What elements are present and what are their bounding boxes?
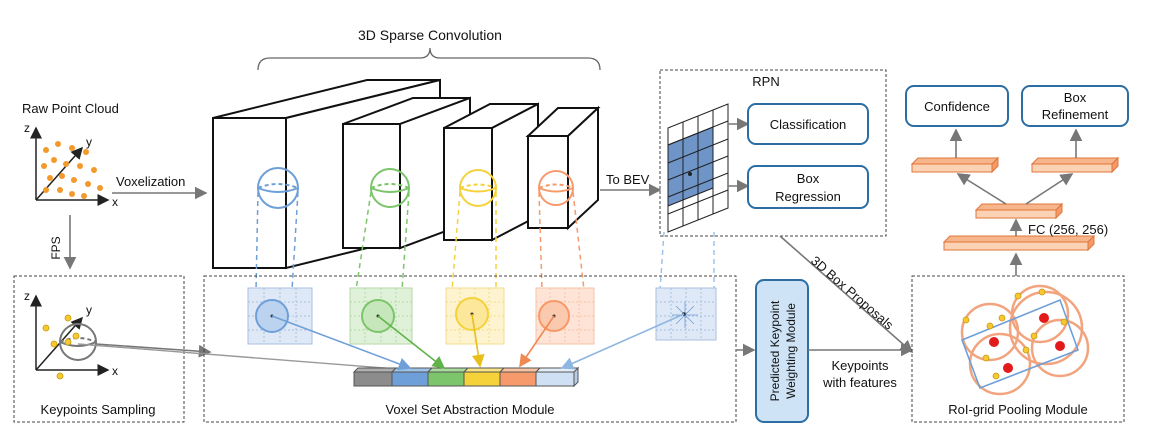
confidence-label: Confidence — [924, 99, 990, 114]
pkw-label-1: Predicted Keypoint — [768, 300, 782, 401]
box-proposals-label: 3D Box Proposals — [808, 253, 897, 333]
kp-to-vsa-arrow — [95, 343, 212, 358]
sphere-orange — [538, 170, 574, 206]
vsa-grid-blue — [247, 287, 313, 345]
box-refinement-label-1: Box — [1064, 90, 1087, 105]
kp-points — [42, 314, 80, 380]
raw-axis-x: x — [112, 195, 118, 209]
vsa-grid-orange — [535, 287, 595, 345]
agg-arrow-yellow — [471, 313, 485, 368]
conv-block-4 — [525, 105, 601, 231]
agg-arrow-blue — [271, 315, 412, 371]
raw-axis-z: z — [24, 121, 30, 135]
keypoints-sampling-box — [13, 275, 185, 423]
roi-yellow-points — [962, 288, 1068, 380]
box-proposals-arrow — [779, 235, 914, 354]
title-brace — [257, 47, 601, 71]
roi-red-points — [989, 313, 1065, 373]
fc-layers — [910, 156, 1120, 252]
raw-points — [41, 141, 103, 199]
kp-axis-x: x — [112, 364, 118, 378]
raw-point-cloud-label: Raw Point Cloud — [22, 101, 119, 116]
feature-bar — [352, 366, 580, 388]
kp-to-feature-arrow — [77, 343, 412, 375]
agg-arrow-orange — [519, 315, 555, 368]
roi-circles — [960, 284, 1090, 396]
classification-box — [747, 103, 869, 145]
keypoints-features-label-2: with features — [822, 375, 897, 390]
agg-arrow-bev — [560, 313, 685, 370]
vsa-module-box — [203, 275, 737, 423]
vsa-module-label: Voxel Set Abstraction Module — [385, 402, 554, 417]
fc-label: FC (256, 256) — [1028, 222, 1108, 237]
fps-label: FPS — [49, 236, 63, 259]
sphere-yellow — [459, 169, 497, 207]
sphere-green — [370, 168, 410, 208]
classification-label: Classification — [770, 117, 847, 132]
to-bev-label: To BEV — [606, 172, 650, 187]
sphere-blue — [257, 167, 299, 209]
pkw-module-box — [755, 279, 809, 423]
projection-lines — [255, 191, 715, 291]
box-regression-box — [747, 165, 869, 209]
keypoints-features-label-1: Keypoints — [831, 358, 889, 373]
rpn-label: RPN — [752, 74, 779, 89]
box-refinement-box — [1021, 85, 1129, 127]
raw-axis-y: y — [86, 135, 92, 149]
kp-sphere — [59, 323, 97, 361]
agg-arrow-green — [377, 315, 446, 369]
confidence-box — [905, 85, 1009, 127]
vsa-grid-green — [349, 287, 413, 345]
voxelization-label: Voxelization — [116, 174, 185, 189]
kp-axes — [30, 294, 110, 376]
box-refinement-label-2: Refinement — [1042, 107, 1109, 122]
box-regression-label-1: Box — [797, 171, 820, 186]
vsa-grid-bev — [655, 287, 717, 341]
rpn-box — [659, 69, 887, 237]
roi-pooling-box — [911, 275, 1125, 423]
keypoints-sampling-label: Keypoints Sampling — [41, 402, 156, 417]
kp-axis-z: z — [24, 289, 30, 303]
roi-pooling-label: RoI-grid Pooling Module — [948, 402, 1087, 417]
conv-block-3 — [443, 102, 539, 242]
box-regression-label-2: Regression — [775, 189, 841, 204]
fc-arrows — [949, 128, 1083, 276]
bev-grid — [667, 103, 729, 233]
sparse-conv-title: 3D Sparse Convolution — [358, 27, 502, 43]
pkw-label-2: Weighting Module — [784, 303, 798, 399]
roi-box — [960, 298, 1080, 390]
kp-axis-y: y — [86, 303, 92, 317]
